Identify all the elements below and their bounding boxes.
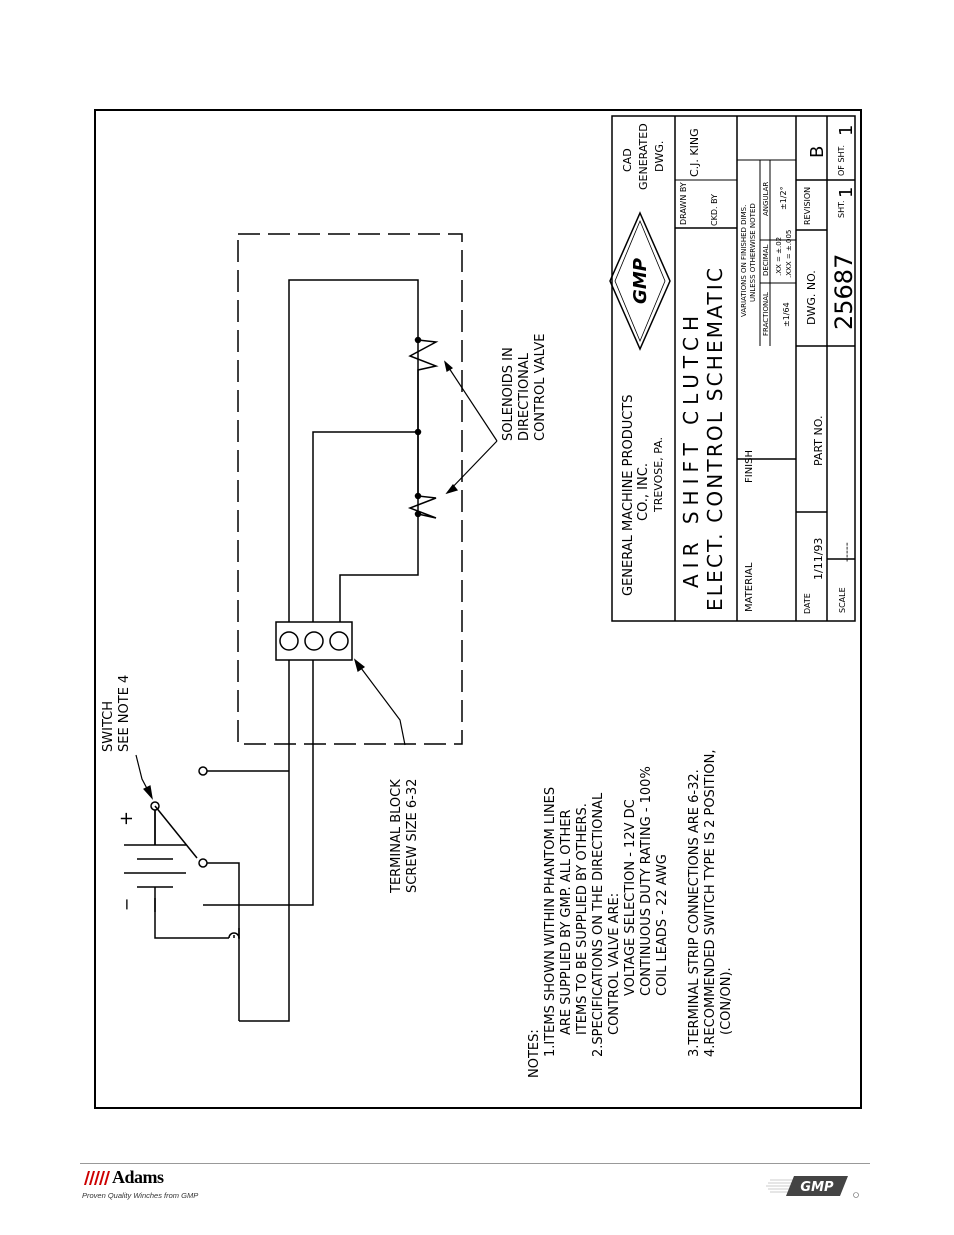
- part-no-label: PART NO.: [812, 416, 825, 466]
- drawing-title-line2: ELECT. CONTROL SCHEMATIC: [703, 268, 727, 611]
- solenoid-coil-1: [408, 336, 439, 436]
- note-line-8: COIL LEADS - 22 AWG: [655, 854, 670, 996]
- scale-label: SCALE: [838, 587, 847, 613]
- scale-value: -----: [840, 542, 853, 562]
- note-line-2: ARE SUPPLIED BY GMP. ALL OTHER: [559, 809, 574, 1035]
- tolerance-fractional-value: ±1/64: [782, 302, 791, 327]
- solenoids-label-line1: SOLENOIDS IN: [501, 347, 516, 441]
- svg-text:GMP: GMP: [630, 258, 651, 304]
- finish-label: FINISH: [744, 450, 755, 483]
- adams-brand: Adams: [112, 1167, 164, 1187]
- drawn-by-value: C.J. KING: [688, 128, 701, 177]
- cad-line1: CAD: [621, 148, 634, 172]
- gmp-footer-logo: GMP: [766, 1176, 859, 1198]
- terminal-label-line2: SCREW SIZE 6-32: [405, 779, 420, 893]
- date-label: DATE: [803, 593, 812, 614]
- sheet-value: 1: [836, 187, 857, 198]
- notes: NOTES: 1.ITEMS SHOWN WITHIN PHANTOM LINE…: [527, 749, 734, 1078]
- switch-symbol: [150, 766, 289, 868]
- adams-bars-icon: [84, 1171, 110, 1185]
- adams-tagline: Proven Quality Winches from GMP: [82, 1191, 199, 1200]
- switch-label-line2: SEE NOTE 4: [117, 675, 132, 752]
- material-label: MATERIAL: [744, 562, 755, 612]
- title-block: [611, 115, 856, 622]
- terminal-label-line1: TERMINAL BLOCK: [389, 779, 404, 894]
- battery-minus-label: −: [117, 898, 136, 911]
- tolerance-decimal-label: DECIMAL: [762, 244, 770, 276]
- date-value: 1/11/93: [812, 538, 825, 580]
- tolerance-fractional-label: FRACTIONAL: [762, 292, 770, 336]
- note-line-6: VOLTAGE SELECTION - 12V DC: [623, 799, 638, 996]
- dwg-no-label: DWG. NO.: [805, 270, 818, 325]
- battery-plus-label: +: [116, 811, 137, 826]
- tolerance-line1: VARIATIONS ON FINISHED DIMS.: [740, 205, 748, 317]
- note-line-11: (CON/ON).: [719, 967, 734, 1035]
- solenoid-coil-2: [407, 432, 437, 519]
- cad-line3: DWG.: [653, 141, 666, 172]
- terminal-block: [275, 621, 353, 661]
- sheet-label: SHT.: [837, 200, 846, 218]
- cad-line2: GENERATED: [637, 123, 650, 190]
- switch-leader: [135, 754, 153, 800]
- ckd-by-label: CKD. BY: [710, 194, 719, 226]
- drawn-by-label: DRAWN BY: [679, 182, 688, 225]
- switch-label-line1: SWITCH: [101, 701, 116, 752]
- title-block-texts: GENERAL MACHINE PRODUCTS CO., INC. TREVO…: [621, 123, 858, 614]
- drawing-border: [94, 109, 862, 1109]
- company-line2: CO., INC.: [636, 463, 651, 521]
- gmp-diamond-logo: GMP: [609, 211, 671, 351]
- drawing-title-line1: AIR SHIFT CLUTCH: [679, 316, 703, 588]
- note-line-3: ITEMS TO BE SUPPLIED BY OTHERS.: [575, 803, 590, 1035]
- solenoids-label-line3: CONTROL VALVE: [533, 334, 548, 442]
- note-line-5: CONTROL VALVE ARE:: [607, 893, 622, 1035]
- terminal-block-leader: [353, 658, 406, 746]
- note-line-9: 3.TERMINAL STRIP CONNECTIONS ARE 6-32.: [687, 769, 702, 1057]
- tolerance-angular-value: ±1/2°: [779, 186, 788, 210]
- note-line-1: 1.ITEMS SHOWN WITHIN PHANTOM LINES: [543, 787, 558, 1057]
- revision-label: REVISION: [803, 187, 812, 225]
- battery-symbol: [124, 834, 186, 898]
- phantom-line-box: [237, 233, 463, 745]
- note-line-4: 2.SPECIFICATIONS ON THE DIRECTIONAL: [591, 792, 606, 1057]
- tolerance-decimal-value1: .XX = ±.02: [775, 237, 783, 276]
- solenoid-leaders: [444, 360, 498, 495]
- tolerance-decimal-value2: .XXX = ±.005: [785, 230, 793, 278]
- solenoids-label-line2: DIRECTIONAL: [517, 352, 532, 441]
- revision-value: B: [807, 146, 828, 158]
- notes-heading: NOTES:: [527, 1029, 542, 1078]
- of-sheet-label: OF SHT.: [837, 145, 846, 176]
- dwg-no-value: 25687: [830, 254, 858, 330]
- footer-rule: [80, 1163, 870, 1164]
- of-sheet-value: 1: [836, 125, 857, 136]
- gmp-footer-text: GMP: [800, 1180, 834, 1195]
- note-line-10: 4.RECOMMENDED SWITCH TYPE IS 2 POSITION,: [703, 749, 718, 1057]
- company-line3: TREVOSE, PA.: [652, 437, 665, 513]
- tolerance-line2: UNLESS OTHERWISE NOTED: [749, 203, 757, 302]
- adams-logo: Adams Proven Quality Winches from GMP: [82, 1167, 222, 1213]
- company-line1: GENERAL MACHINE PRODUCTS: [621, 394, 636, 596]
- tolerance-angular-label: ANGULAR: [762, 182, 770, 216]
- note-line-7: CONTINUOUS DUTY RATING - 100%: [639, 766, 654, 996]
